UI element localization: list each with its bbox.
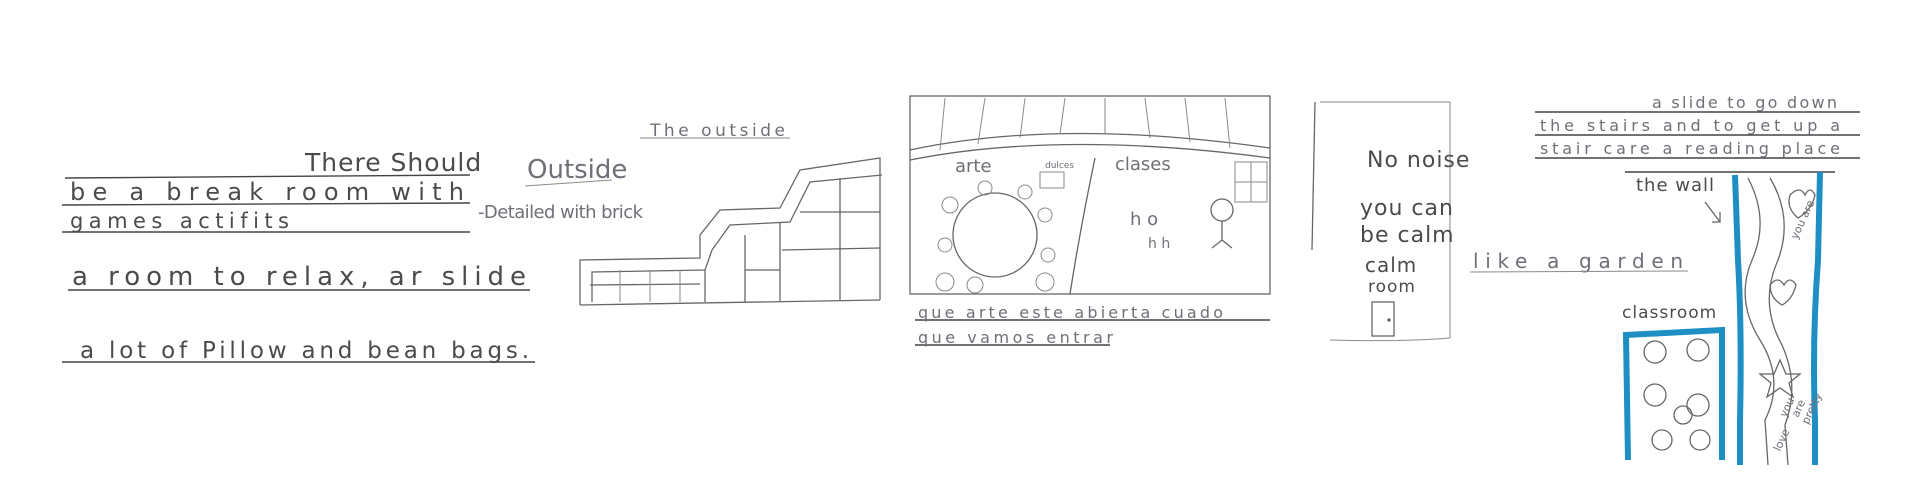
slide-text-2: the stairs and to get up a xyxy=(1540,116,1840,135)
arte-caption-1: que arte este abierta cuado xyxy=(918,303,1223,322)
desk xyxy=(1689,429,1711,451)
people-sketch: h h xyxy=(1148,236,1170,252)
chair xyxy=(966,276,984,294)
slide-rail-right xyxy=(1811,171,1823,465)
outside-caption: -Detailed with brick xyxy=(478,202,644,223)
brick-line xyxy=(781,247,881,251)
break-room-line-5: a lot of Pillow and bean bags. xyxy=(80,338,530,364)
desk xyxy=(1686,393,1710,417)
break-room-line-2: be a break room with xyxy=(70,178,465,206)
door-knob xyxy=(1387,318,1391,322)
slide-track xyxy=(1744,177,1775,466)
ceiling-curve-inner xyxy=(909,143,1271,161)
brick-line xyxy=(589,283,701,286)
arrow xyxy=(1704,201,1721,223)
clases-label: clases xyxy=(1115,154,1171,175)
room-frame xyxy=(909,95,1271,295)
break-room-line-3: games actifits xyxy=(70,209,290,233)
underline xyxy=(1469,270,1689,273)
heart-text-5: love xyxy=(1771,427,1793,454)
garden-text: like a garden xyxy=(1473,249,1683,273)
heart-text-1: you are xyxy=(1788,198,1817,241)
ceiling-stripe xyxy=(1019,97,1026,139)
rule-line xyxy=(64,174,471,179)
rule-line xyxy=(61,202,471,206)
chair xyxy=(1040,247,1056,263)
chair xyxy=(1017,184,1033,200)
slide-text-1: a slide to go down xyxy=(1652,93,1837,112)
outside-title: The outside xyxy=(649,121,785,141)
chair xyxy=(937,237,953,253)
heart-icon xyxy=(1788,189,1816,219)
chair xyxy=(1037,207,1053,223)
calm-line-3: be calm xyxy=(1360,223,1455,248)
slide-track-inner xyxy=(1768,177,1793,466)
chair xyxy=(977,180,993,196)
round-table xyxy=(952,192,1038,278)
calm-line-1: No noise xyxy=(1367,148,1470,173)
break-room-line-4: a room to relax, ar slide xyxy=(72,262,527,292)
ceiling-stripe xyxy=(1184,97,1191,143)
door xyxy=(1371,301,1395,337)
ceiling-stripe xyxy=(1144,97,1151,139)
classroom-label: classroom xyxy=(1622,303,1717,323)
calm-line-4: calm xyxy=(1365,253,1417,277)
people-sketch: h o xyxy=(1130,209,1158,230)
ceiling-stripe xyxy=(939,97,946,151)
person-leg xyxy=(1211,239,1223,249)
chair xyxy=(935,272,955,292)
arte-label: arte xyxy=(955,156,992,177)
ceiling-stripe xyxy=(1224,97,1231,149)
desk xyxy=(1651,429,1673,451)
calm-line-5: room xyxy=(1368,277,1416,297)
panel-calm-room: No noise you can be calm calm room xyxy=(1311,101,1470,342)
panel-break-room: There Should be a break room with games … xyxy=(61,148,535,364)
wall-line xyxy=(1311,101,1316,251)
wall-label: the wall xyxy=(1636,175,1715,196)
classroom-walls xyxy=(1622,326,1725,461)
slide-text-3: stair care a reading place xyxy=(1540,139,1840,158)
panel-arte-clases: arte dulces clases h o h h que arte este… xyxy=(909,95,1271,347)
desk xyxy=(1643,340,1667,364)
break-room-line-1: There Should xyxy=(304,148,482,177)
person-leg xyxy=(1221,239,1233,249)
outside-label: Outside xyxy=(527,155,627,185)
person-head xyxy=(1210,198,1234,222)
ceiling-stripe xyxy=(977,97,986,145)
building-outline xyxy=(579,157,881,305)
panel-slide-classroom: a slide to go down the stairs and to get… xyxy=(1535,93,1860,466)
panel-outside: The outside Outside -Detailed with brick xyxy=(478,121,883,306)
desk xyxy=(1686,338,1710,362)
desk xyxy=(1643,383,1667,407)
panel-garden: like a garden xyxy=(1469,249,1689,273)
chair xyxy=(1035,272,1055,292)
calm-line-2: you can xyxy=(1360,196,1454,221)
ceiling-stripe xyxy=(1059,97,1066,135)
slide-rail-left xyxy=(1732,174,1744,465)
dulces-sign: dulces xyxy=(1045,161,1074,171)
star-icon xyxy=(1758,358,1802,399)
ceiling-curve xyxy=(909,132,1271,151)
arte-caption-2: que vamos entrar xyxy=(918,328,1113,347)
building-inner-outline xyxy=(591,174,883,302)
desk xyxy=(1673,405,1693,425)
divider-wall xyxy=(1069,157,1096,295)
chair xyxy=(941,196,959,214)
heart-icon xyxy=(1769,279,1797,306)
dulces-box xyxy=(1039,171,1065,189)
underline xyxy=(524,179,613,187)
building-base xyxy=(579,299,881,306)
room-outline xyxy=(1320,101,1451,342)
